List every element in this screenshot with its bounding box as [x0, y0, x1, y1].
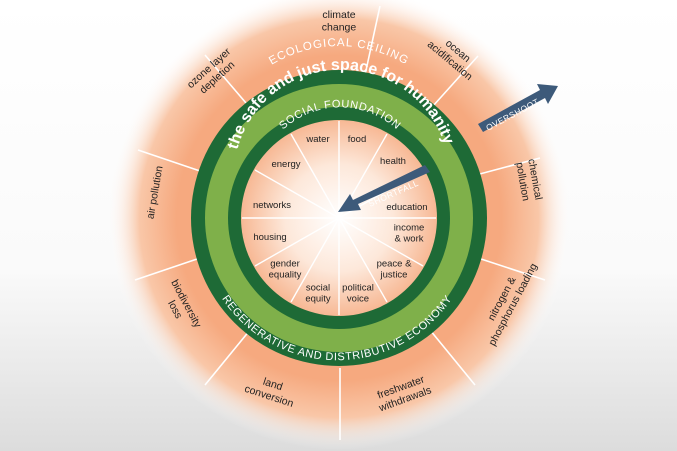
foundation-label-income: income& work: [394, 223, 425, 245]
foundation-label-energy: energy: [271, 159, 300, 170]
foundation-label-education: education: [386, 202, 427, 213]
foundation-dividers: [242, 121, 436, 315]
foundation-label-food: food: [348, 134, 367, 145]
foundation-label-housing: housing: [253, 232, 286, 243]
overshoot-arrow-shape: [478, 84, 558, 132]
social-foundation-labels: water food health education income& work peac…: [253, 134, 428, 305]
foundation-label-health: health: [380, 156, 406, 167]
ceiling-dividers: [134, 5, 546, 440]
foundation-label-networks: networks: [253, 200, 291, 211]
foundation-label-peace: peace &justice: [377, 259, 413, 281]
shortfall-arrow-shape: [338, 165, 430, 212]
foundation-label-water: water: [305, 134, 329, 145]
